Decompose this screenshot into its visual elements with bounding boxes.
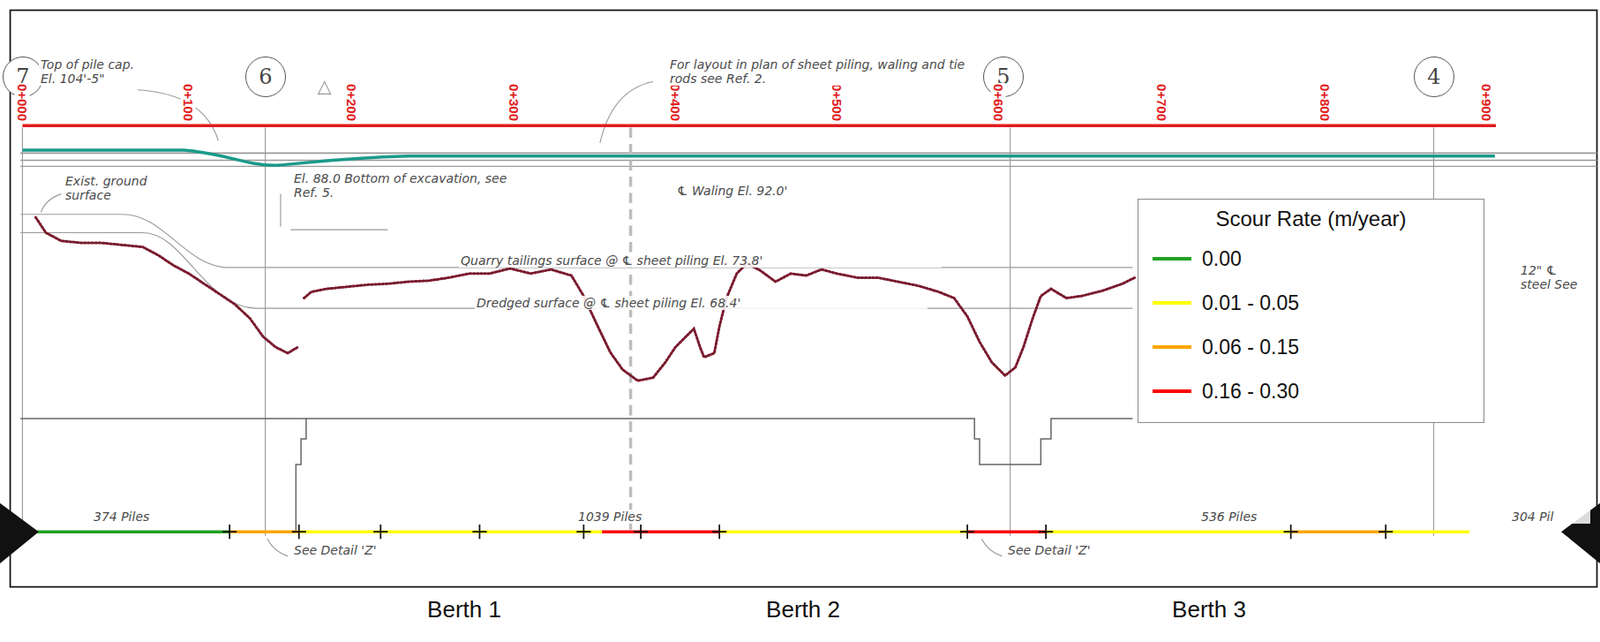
legend-title: Scour Rate (m/year)	[1152, 206, 1470, 232]
legend-swatch	[1152, 256, 1192, 261]
grid-line-bubble: 4	[1413, 56, 1455, 98]
legend-row: 0.00	[1152, 236, 1470, 281]
station-label: 0+000	[15, 82, 31, 122]
drawing-note: Top of pile cap. El. 104'-5"	[38, 57, 140, 86]
grid-line-bubble: 6	[245, 56, 286, 98]
legend-swatch	[1152, 389, 1192, 393]
station-label: 0+300	[506, 82, 522, 122]
drawing-note: 374 Piles	[91, 509, 193, 524]
drawing-note: Dredged surface @ ℄ sheet piling El. 68.…	[474, 295, 928, 310]
berth-label: Berth 1	[427, 595, 502, 624]
drawing-note: Quarry tailings surface @ ℄ sheet piling…	[458, 253, 942, 268]
drawing-note: 12" ℄ steel See	[1518, 262, 1593, 292]
frame	[10, 10, 1598, 587]
station-label: 0+900	[1479, 82, 1495, 122]
scan-lines	[20, 81, 1597, 556]
grid-number: 4	[1427, 64, 1441, 90]
pile-cap-line	[22, 150, 1495, 166]
legend-swatch	[1152, 345, 1192, 349]
segment-crosses	[222, 524, 1393, 539]
legend-text: 0.16 - 0.30	[1201, 379, 1300, 404]
grid-number: 6	[258, 64, 272, 90]
legend-row: 0.16 - 0.30	[1152, 368, 1470, 414]
bathymetry-profile	[35, 217, 1135, 381]
drawing-note: El. 88.0 Bottom of excavation, see Ref. …	[292, 171, 516, 200]
drawing-note: See Detail 'Z'	[292, 542, 419, 557]
legend-text: 0.06 - 0.15	[1201, 335, 1300, 360]
station-label: 0+100	[180, 82, 196, 122]
berth-divider	[629, 127, 632, 531]
station-label: 0+600	[991, 82, 1007, 122]
station-label: 0+800	[1317, 82, 1333, 122]
station-label: 0+200	[344, 82, 360, 122]
berth-label: Berth 2	[766, 595, 841, 624]
drawing-note: 536 Piles	[1199, 509, 1300, 524]
legend-text: 0.00	[1201, 247, 1242, 271]
berth-label: Berth 3	[1171, 595, 1247, 624]
station-line	[22, 123, 1496, 127]
legend-row: 0.01 - 0.05	[1152, 280, 1470, 325]
scour-rate-segments	[35, 529, 1470, 533]
drawing-note: 1039 Piles	[576, 509, 683, 524]
legend-text: 0.01 - 0.05	[1201, 291, 1300, 316]
drawing-note: Exist. ground surface	[63, 173, 159, 203]
drawing-note: 304 Pil	[1509, 509, 1591, 524]
drawing-note: See Detail 'Z'	[1006, 542, 1133, 557]
station-label: 0+500	[829, 82, 845, 122]
legend-box: Scour Rate (m/year) 0.00 0.01 - 0.05 0.06 -…	[1137, 198, 1485, 423]
station-label: 0+700	[1154, 82, 1170, 122]
drawing-note: ℄ Waling El. 92.0'	[675, 183, 842, 198]
legend-swatch	[1152, 300, 1192, 305]
station-label: 0+400	[668, 82, 684, 122]
legend-row: 0.06 - 0.15	[1152, 324, 1470, 369]
left-arrow-marker	[0, 503, 39, 564]
drawing-note: For layout in plan of sheet piling, wali…	[668, 57, 978, 86]
